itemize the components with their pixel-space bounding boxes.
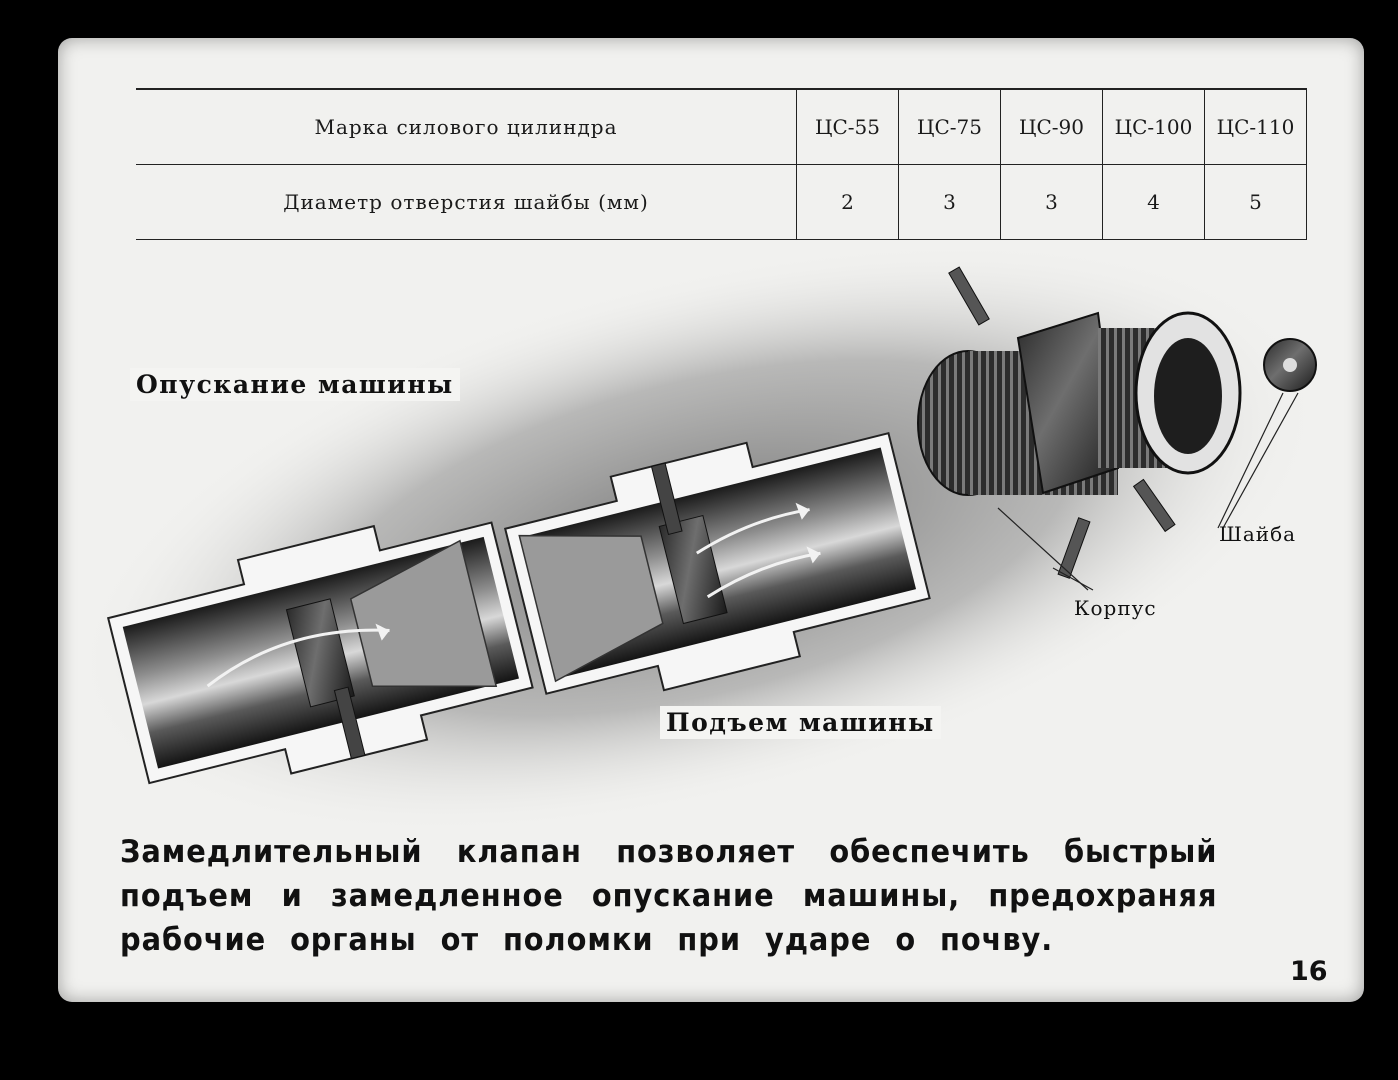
table-cell-diameter: 3: [1000, 164, 1103, 240]
table-cell-model: ЦС-110: [1204, 88, 1307, 165]
slide: Марка силового цилиндра ЦС-55 ЦС-75 ЦС-9…: [58, 38, 1364, 1002]
table-cell-model: ЦС-55: [796, 88, 899, 165]
cylinder-spec-table: Марка силового цилиндра ЦС-55 ЦС-75 ЦС-9…: [136, 88, 1307, 240]
table-cell-diameter: 4: [1102, 164, 1205, 240]
table-row-label: Диаметр отверстия шайбы (мм): [136, 164, 797, 240]
table-row-diameters: Диаметр отверстия шайбы (мм) 2 3 3 4 5: [136, 164, 1307, 240]
table-header-label: Марка силового цилиндра: [136, 88, 797, 165]
table-cell-diameter: 2: [796, 164, 899, 240]
table-row-models: Марка силового цилиндра ЦС-55 ЦС-75 ЦС-9…: [136, 88, 1307, 165]
table-cell-diameter: 3: [898, 164, 1001, 240]
label-washer: Шайба: [1219, 522, 1297, 546]
table-cell-diameter: 5: [1204, 164, 1307, 240]
valve-section-lowering: [106, 521, 534, 785]
valve-section-raising: [503, 432, 931, 695]
label-body: Корпус: [1074, 596, 1157, 620]
label-lowering: Опускание машины: [130, 368, 460, 401]
table-cell-model: ЦС-90: [1000, 88, 1103, 165]
label-raising: Подъем машины: [660, 706, 941, 739]
caption-text: Замедлительный клапан позволяет обеспечи…: [120, 834, 1218, 958]
table-cell-model: ЦС-100: [1102, 88, 1205, 165]
page-number: 16: [1290, 956, 1328, 987]
valve-body-3d: [917, 266, 1317, 591]
table-cell-model: ЦС-75: [898, 88, 1001, 165]
